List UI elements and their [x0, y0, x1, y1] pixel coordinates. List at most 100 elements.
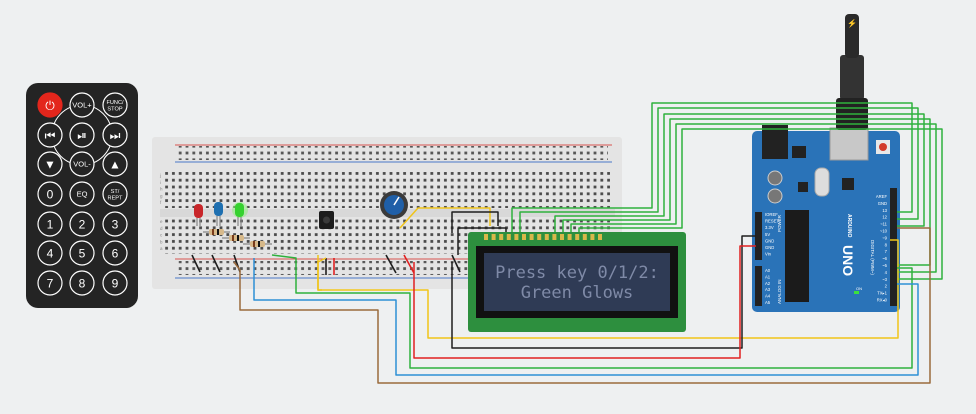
lcd-pin [484, 234, 488, 240]
remote-button-power[interactable]: ⏻ [37, 92, 63, 118]
digital-pin-label: GND [878, 201, 887, 206]
lcd-line-2: Green Glows [521, 283, 634, 303]
remote-button-label: ⏯ [77, 128, 87, 142]
digital-pin-label: 7 [885, 249, 888, 254]
remote-button-8[interactable]: 8 [69, 270, 95, 296]
digital-section-label: DIGITAL (PWM~) [870, 240, 875, 275]
resistor-2[interactable] [222, 235, 250, 241]
remote-button-vol-up[interactable]: VOL+ [69, 92, 95, 118]
power-pin-label: 5V [765, 232, 770, 237]
lcd-pin [529, 234, 534, 240]
wire-red [413, 245, 756, 359]
svg-text:ON: ON [856, 286, 862, 291]
power-jack[interactable] [762, 125, 788, 159]
remote-button-label: ▲ [109, 157, 121, 171]
remote-button-label: 7 [47, 276, 54, 290]
remote-button-st-rept[interactable]: ST/REPT [102, 181, 128, 207]
lcd-pin [499, 234, 504, 240]
remote-button-6[interactable]: 6 [102, 240, 128, 266]
remote-button-down[interactable]: ▼ [37, 151, 63, 177]
wire-black [451, 211, 756, 349]
remote-button-label: 9 [112, 276, 119, 290]
wire-green-2 [519, 107, 919, 232]
on-led-indicator: ON [854, 286, 862, 294]
led-blue[interactable] [214, 202, 223, 226]
remote-button-prev[interactable]: ⏮ [37, 122, 63, 148]
remote-button-label: 4 [47, 246, 54, 260]
wires [233, 102, 943, 384]
remote-button-play-pause[interactable]: ⏯ [69, 122, 95, 148]
remote-button-label: 0 [47, 187, 54, 201]
atmega-chip [785, 210, 809, 302]
led-red[interactable] [194, 204, 203, 226]
wire-green-1 [511, 102, 913, 232]
lcd-pin-header [484, 234, 602, 240]
resistor-1[interactable] [203, 229, 230, 235]
remote-button-5[interactable]: 5 [69, 240, 95, 266]
lcd-pin [560, 234, 564, 240]
power-pin-label: GND [765, 238, 774, 243]
digital-pin-label: ~3 [882, 277, 887, 282]
row-letter: e [160, 219, 163, 224]
row-letter: a [160, 246, 163, 251]
usb-connector[interactable] [829, 127, 869, 161]
remote-button-label: VOL+ [72, 101, 92, 110]
power-pin-label: GND [765, 245, 774, 250]
wire-green-5 [570, 123, 937, 273]
lcd-pin [522, 234, 526, 240]
lcd-module: Press key 0/1/2: Green Glows [468, 232, 686, 332]
remote-button-up[interactable]: ▲ [102, 151, 128, 177]
lcd-pin [491, 234, 496, 240]
led-green[interactable] [232, 202, 248, 226]
digital-header [890, 188, 897, 306]
row-letter: d [160, 226, 163, 231]
remote-button-label: EQ [77, 190, 88, 199]
remote-button-2[interactable]: 2 [69, 211, 95, 237]
lcd-pin [567, 234, 572, 240]
remote-button-9[interactable]: 9 [102, 270, 128, 296]
power-pin-label: 3.3V [765, 225, 774, 230]
analog-pin-label: A5 [765, 300, 771, 305]
digital-pin-label: 12 [882, 215, 887, 220]
remote-button-label: 6 [112, 246, 119, 260]
remote-button-7[interactable]: 7 [37, 270, 63, 296]
digital-pin-label: ~9 [882, 235, 887, 240]
remote-button-func-stop[interactable]: FUNC/STOP [102, 92, 128, 118]
wire-yellow-long [317, 239, 899, 339]
lcd-pin [590, 234, 595, 240]
wire-blue [253, 258, 919, 376]
remote-button-3[interactable]: 3 [102, 211, 128, 237]
digital-pin-label: RX◂0 [877, 298, 888, 303]
wire-green-6 [578, 128, 943, 280]
analog-header [755, 266, 762, 306]
resistor-3[interactable] [243, 241, 272, 247]
remote-button-1[interactable]: 1 [37, 211, 63, 237]
remote-button-label: 5 [79, 246, 86, 260]
lcd-pin [537, 234, 542, 240]
row-letter: c [160, 233, 163, 238]
remote-button-label: STOP [107, 107, 122, 113]
digital-pin-label: ~11 [880, 222, 887, 227]
remote-button-label: 1 [47, 217, 54, 231]
remote-button-label: ⏮ [45, 128, 56, 142]
remote-button-label: FUNC/ [106, 100, 124, 106]
remote-button-0[interactable]: 0 [37, 181, 63, 207]
digital-pin-label: 4 [885, 270, 888, 275]
remote-button-4[interactable]: 4 [37, 240, 63, 266]
ir-receiver[interactable] [319, 211, 334, 229]
remote-button-vol-down[interactable]: VOL- [69, 151, 95, 177]
analog-pin-label: A2 [765, 281, 771, 286]
arduino-model: UNO [840, 245, 856, 276]
digital-pin-label: ~10 [880, 229, 888, 234]
potentiometer[interactable] [380, 191, 408, 219]
lcd-pin [582, 234, 587, 240]
arduino-brand: ARDUINO [846, 214, 852, 237]
remote-button-next[interactable]: ⏭ [102, 122, 128, 148]
remote-button-eq[interactable]: EQ [69, 181, 95, 207]
digital-pin-label: AREF [876, 194, 888, 199]
wire-green-3 [554, 113, 925, 232]
row-letter: f [160, 200, 162, 205]
analog-pin-label: A3 [765, 287, 771, 292]
